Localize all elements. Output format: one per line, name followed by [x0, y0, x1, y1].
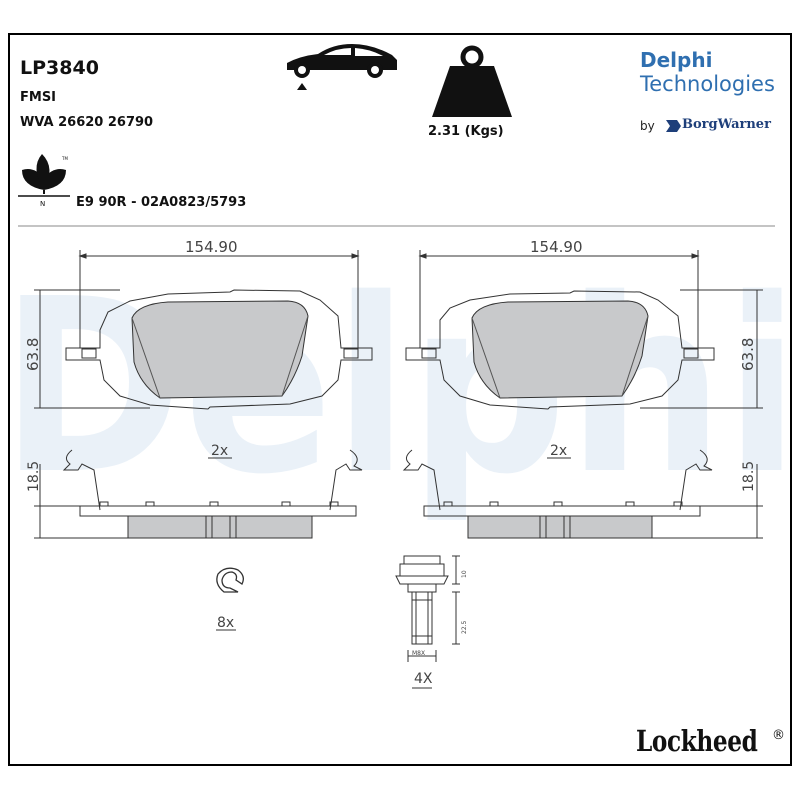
- approval-number: E9 90R - 02A0823/5793: [76, 195, 247, 210]
- right-pad-width-dim: 154.90: [530, 238, 583, 256]
- bolt-quantity: 4X: [414, 671, 433, 687]
- watermark-text: Delphi: [0, 247, 800, 527]
- clip-quantity: 8x: [217, 615, 234, 631]
- left-pad-drawing: [34, 250, 373, 539]
- eco-mark-label: N: [40, 200, 45, 208]
- car-icon: [287, 44, 397, 90]
- footer-brand: Lockheed: [636, 724, 758, 758]
- part-number: LP3840: [20, 57, 99, 79]
- right-pad-height-dim: 63.8: [739, 338, 757, 371]
- left-pad-quantity: 2x: [211, 443, 228, 459]
- borgwarner-logo-icon: [666, 120, 681, 132]
- wva-number: WVA 26620 26790: [20, 115, 154, 130]
- partner-name: BorgWarner: [682, 117, 771, 132]
- brand-by-label: by: [640, 119, 655, 133]
- fmsi-label: FMSI: [20, 90, 57, 105]
- bolt-drawing: [395, 555, 460, 689]
- bolt-head-dim: 10: [461, 570, 468, 578]
- sheet-border: [8, 33, 792, 766]
- bolt-shank-dim: 22.5: [461, 620, 468, 634]
- bolt-thread-dim: M8X: [412, 650, 425, 657]
- eco-tm-label: TM: [61, 156, 68, 161]
- clip-drawing: [216, 567, 244, 631]
- right-pad-drawing: [402, 250, 763, 539]
- eco-leaf-icon: N TM: [18, 154, 70, 208]
- left-pad-height-dim: 63.8: [24, 338, 42, 371]
- right-pad-thickness-dim: 18.5: [741, 461, 757, 492]
- brand-subtitle: Technologies: [640, 72, 775, 96]
- left-pad-width-dim: 154.90: [185, 238, 238, 256]
- left-pad-thickness-dim: 18.5: [26, 461, 42, 492]
- brand-name: Delphi: [640, 48, 713, 72]
- weight-value: 2.31 (Kgs): [428, 124, 504, 139]
- weight-icon: [432, 45, 512, 117]
- footer-registered-mark: ®: [772, 728, 785, 743]
- right-pad-quantity: 2x: [550, 443, 567, 459]
